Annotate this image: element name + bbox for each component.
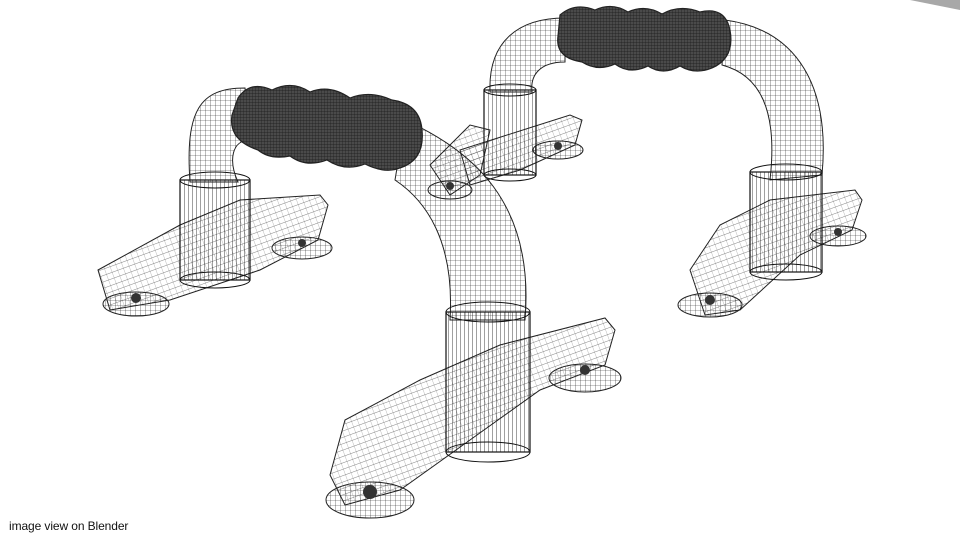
- image-caption: image view on Blender: [9, 519, 129, 533]
- pushup-bar-back: [459, 5, 867, 318]
- corner-shade: [910, 0, 960, 10]
- pushup-bar-front: [97, 84, 622, 519]
